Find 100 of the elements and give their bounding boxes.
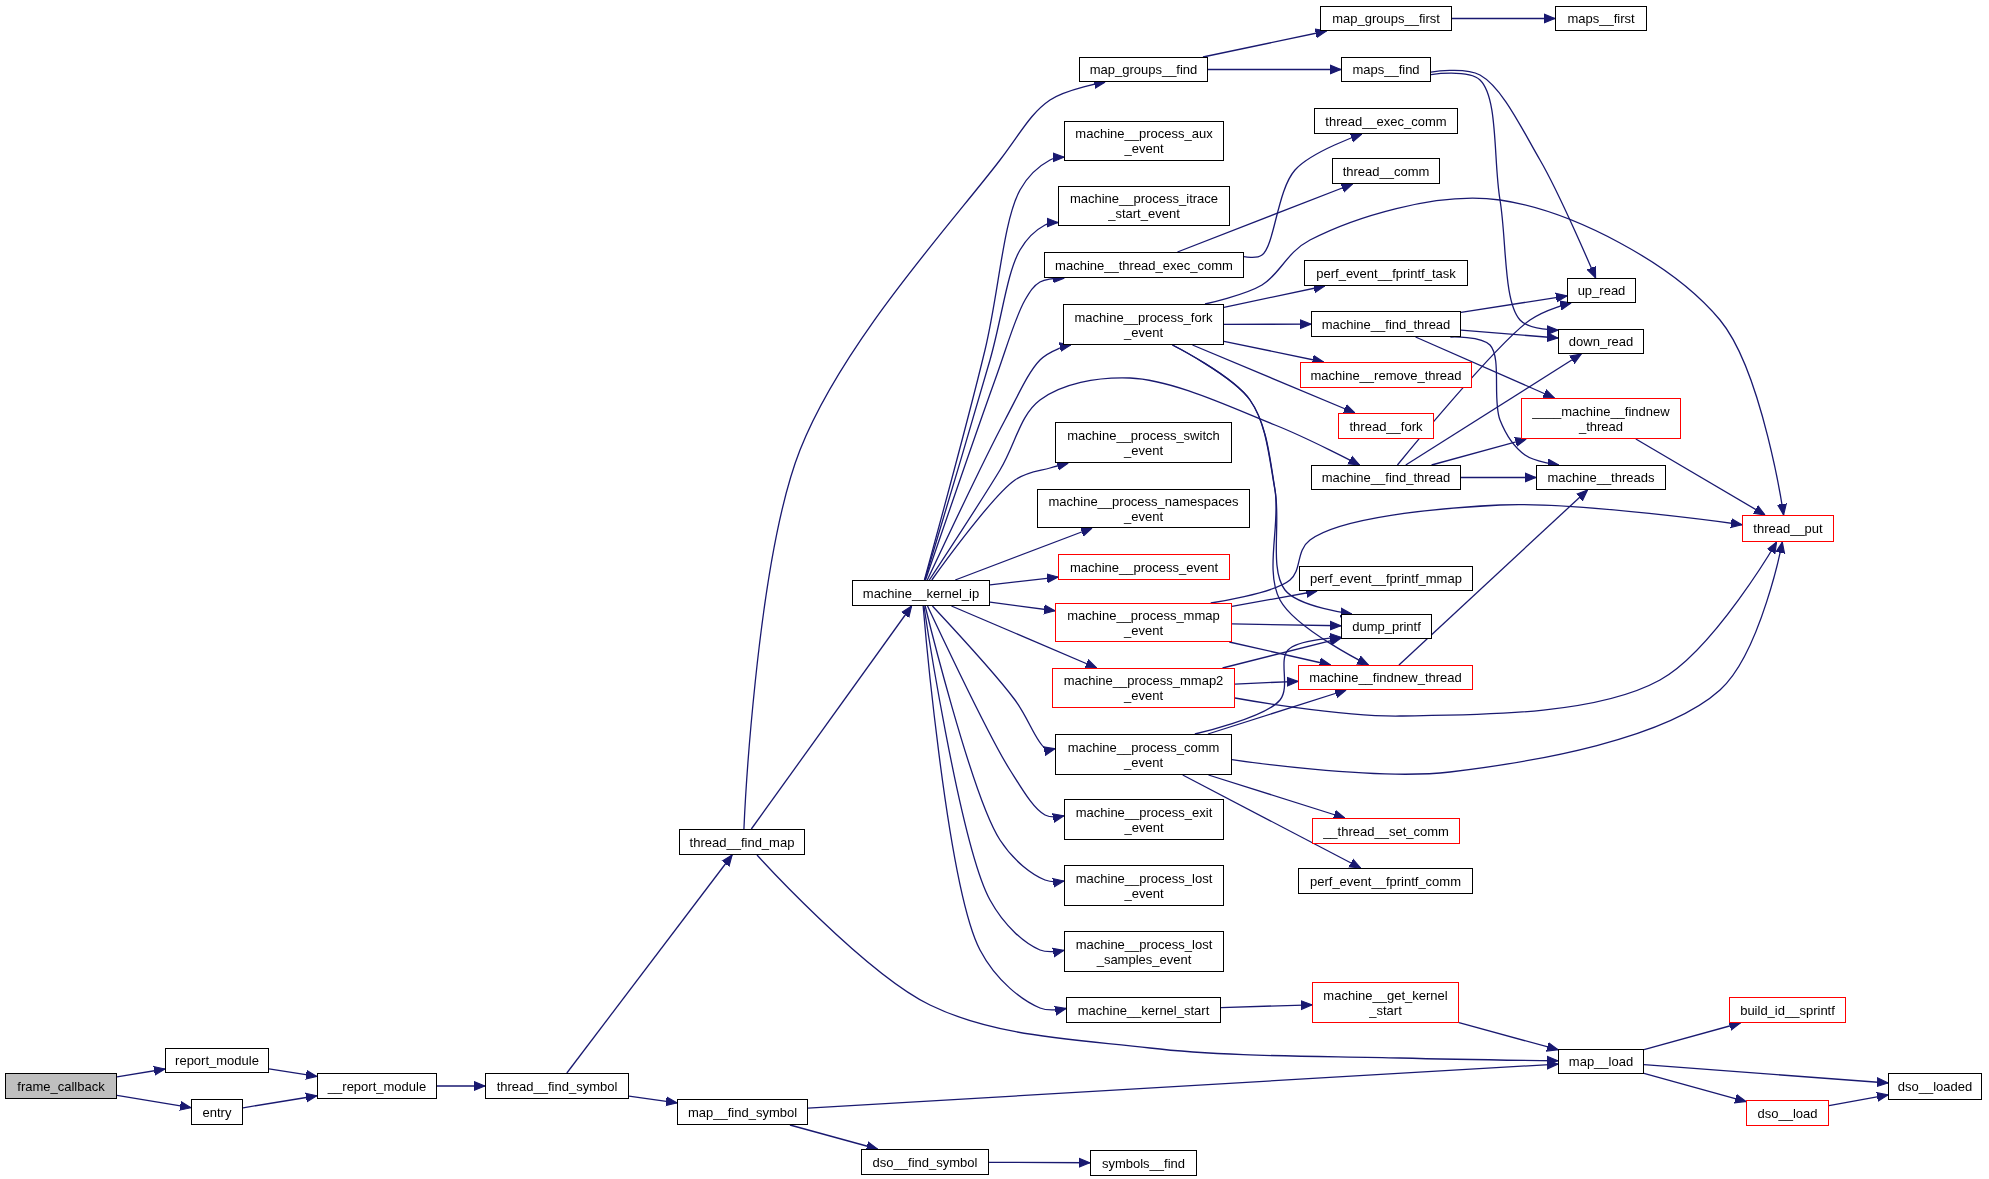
function-name: perf_event__fprintf_mmap [1310, 571, 1462, 586]
function-name: build_id__sprintf [1740, 1002, 1835, 1018]
function-box [191, 1099, 243, 1125]
function-box [1063, 304, 1224, 345]
function-name: perf_event__fprintf_task [1316, 265, 1456, 281]
arrow [1635, 438, 1766, 516]
arrow [924, 217, 1059, 581]
function-name: machine__get_kernel _start [1322, 987, 1449, 1018]
arrow [989, 573, 1059, 586]
arrow [1643, 1072, 1747, 1104]
function-box [1312, 818, 1460, 844]
function-name: map__find_symbol [687, 1104, 798, 1120]
arrow [926, 342, 1072, 581]
function-box [165, 1048, 269, 1073]
function-box [677, 1099, 808, 1125]
arrow [789, 1124, 879, 1151]
function-box [485, 1073, 629, 1099]
function-name: dso__find_symbol [872, 1154, 978, 1170]
function-name: machine__kernel_start [1077, 1002, 1210, 1018]
arrow [1207, 688, 1347, 735]
arrow [922, 605, 1067, 1016]
function-box [1058, 554, 1230, 580]
function-name: machine__process_mmap2 _event [1062, 673, 1225, 703]
function-box [1066, 997, 1221, 1023]
function-box [1064, 865, 1224, 906]
function-name: __thread__set_comm [1323, 823, 1449, 839]
function-box [1055, 603, 1232, 642]
arrow [1194, 632, 1342, 735]
function-name: maps__find [1352, 62, 1420, 77]
arrow [1182, 774, 1362, 869]
function-name: machine__process_itrace _start_event [1068, 191, 1220, 221]
function-box [1298, 665, 1473, 690]
function-box [861, 1149, 989, 1175]
function-box [1298, 868, 1473, 894]
arrow [1223, 319, 1312, 330]
function-box [1341, 57, 1431, 82]
function-name: maps__first [1567, 11, 1635, 26]
function-name: dso__load [1757, 1105, 1818, 1121]
function-name: frame_callback [17, 1078, 105, 1094]
function-box [1742, 515, 1834, 542]
arrow [1191, 344, 1356, 414]
arrow [1451, 13, 1556, 24]
function-name: machine__threads [1547, 470, 1655, 485]
function-box [1064, 799, 1224, 840]
arrow [1430, 437, 1527, 466]
function-box [1555, 6, 1647, 31]
function-box [1338, 413, 1434, 439]
function-name: thread__put [1753, 521, 1823, 536]
arrow [1243, 132, 1363, 259]
arrow [750, 605, 913, 830]
arrow [628, 1095, 678, 1107]
function-box [1044, 252, 1244, 278]
arrow [436, 1081, 486, 1091]
function-box [1037, 489, 1250, 528]
function-box [1058, 186, 1230, 226]
function-box [1332, 158, 1440, 184]
arrow [1207, 774, 1346, 820]
function-name: map_groups__first [1332, 11, 1440, 26]
function-name: thread__exec_comm [1325, 113, 1447, 129]
arrow [1405, 353, 1582, 466]
function-name: machine__process_namespaces _event [1047, 493, 1240, 524]
arrow [116, 1094, 192, 1111]
arrow [1643, 1021, 1742, 1051]
function-name: machine__process_lost _samples_event [1074, 936, 1214, 967]
arrow [1207, 64, 1342, 75]
function-name: machine__process_aux _event [1074, 126, 1214, 156]
function-name: down_read [1568, 334, 1634, 349]
function-name: perf_event__fprintf_comm [1310, 873, 1461, 889]
function-name: ____machine__findnew _thread [1531, 403, 1671, 434]
arrow [1220, 1000, 1313, 1011]
arrow [923, 605, 1065, 958]
function-name: map_groups__find [1089, 62, 1198, 77]
function-box [1320, 6, 1452, 31]
function-box [852, 580, 990, 606]
function-name: dump_printf [1352, 619, 1421, 634]
function-box [1729, 997, 1846, 1023]
function-box [1300, 362, 1472, 388]
arrow [989, 601, 1056, 615]
function-name: machine__process_fork _event [1073, 309, 1214, 340]
arrow [988, 1157, 1091, 1168]
function-box [5, 1073, 117, 1099]
arrow [954, 527, 1093, 581]
arrow [931, 605, 1056, 756]
arrow [116, 1065, 166, 1078]
function-box [1341, 614, 1432, 639]
arrow [923, 152, 1065, 581]
function-name: machine__process_mmap _event [1066, 607, 1221, 638]
function-name: report_module [175, 1053, 259, 1068]
arrow [1210, 503, 1743, 604]
arrow [1234, 541, 1778, 717]
function-box [1064, 121, 1224, 161]
function-box [1079, 57, 1208, 82]
function-name: machine__process_event [1069, 559, 1219, 575]
function-box [1052, 668, 1235, 708]
function-name: map__load [1568, 1054, 1634, 1069]
function-name: __report_module [327, 1078, 427, 1094]
arrow [1414, 336, 1555, 399]
function-name: thread__find_symbol [496, 1078, 618, 1094]
arrow [1430, 72, 1559, 336]
arrow [242, 1092, 318, 1109]
